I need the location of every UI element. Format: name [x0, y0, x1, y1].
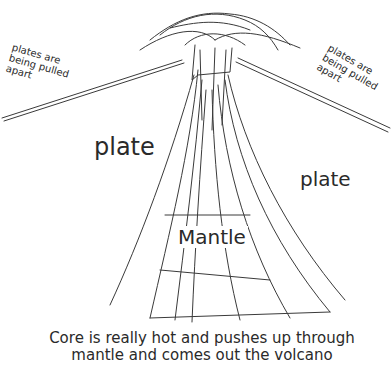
- plume-stroke: [150, 13, 290, 45]
- plume-stroke: [185, 34, 245, 45]
- plume-stroke: [215, 33, 300, 48]
- plume-stroke: [160, 14, 278, 50]
- conduit: [222, 50, 226, 125]
- mantle-flow: [212, 90, 240, 320]
- plate-note: plates are being pulled apart: [3, 41, 79, 92]
- plume-stroke: [170, 22, 250, 30]
- plume-stroke: [140, 31, 215, 50]
- plate-label: plate: [92, 134, 157, 160]
- mantle-flow: [150, 70, 198, 318]
- plate-note: plates are being pulled apart: [314, 41, 389, 104]
- mantle-flow: [218, 85, 290, 318]
- plate-label: plate: [298, 168, 353, 190]
- mantle-flow: [110, 75, 194, 305]
- mantle-stroke: [165, 215, 250, 216]
- mantle-stroke: [160, 270, 270, 280]
- mantle-flow: [192, 90, 206, 322]
- core-note: Core is really hot and pushes up through…: [30, 330, 374, 363]
- mantle-base: [150, 312, 330, 318]
- mantle-label: Mantle: [176, 226, 248, 248]
